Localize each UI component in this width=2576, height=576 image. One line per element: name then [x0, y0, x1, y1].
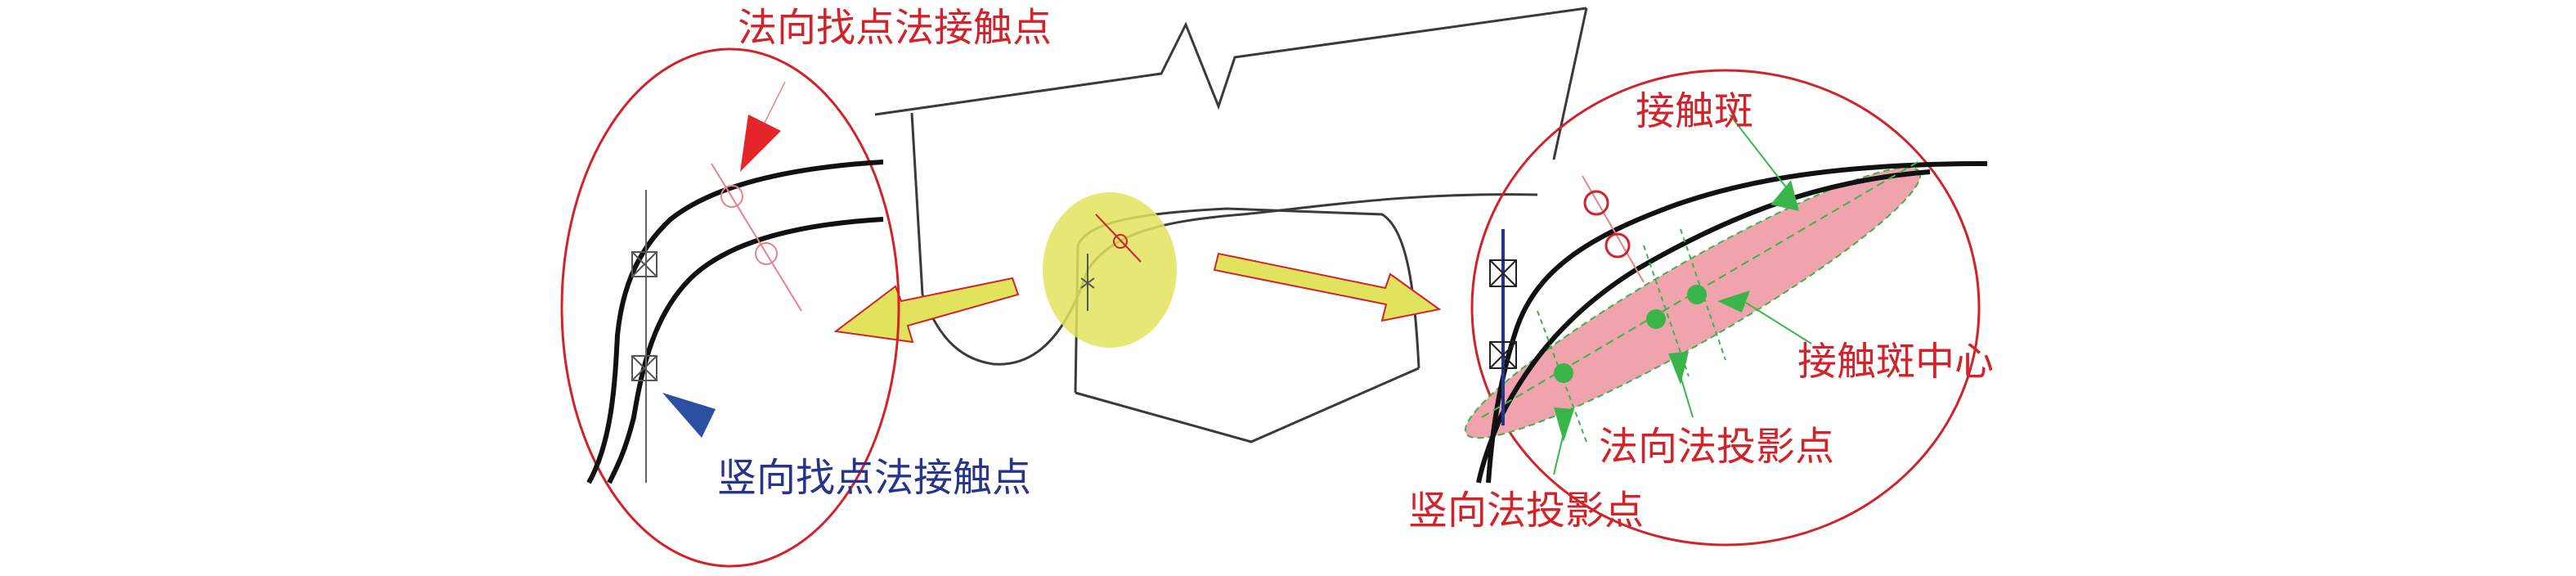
- left-rail-lower: [607, 217, 884, 484]
- center-arrow: [1717, 290, 1750, 313]
- left-detail: [560, 47, 900, 568]
- label-normal-projection-point: 法向法投影点: [1599, 424, 1834, 470]
- right-zoom-ellipse: [1470, 69, 1981, 547]
- contact-zone-marks: [1095, 214, 1142, 263]
- right-rail-lower: [1476, 169, 1931, 484]
- normal-contact-arrow: [740, 115, 781, 172]
- vertical-contact-arrow: [662, 393, 716, 438]
- label-vertical-projection-point: 竖向法投影点: [1408, 488, 1644, 533]
- left-rail-upper: [586, 160, 884, 484]
- left-zoom-ellipse: [560, 47, 900, 568]
- vertical-proj-arrow: [1554, 407, 1574, 442]
- right-detail: [1464, 69, 1988, 547]
- right-rail-upper: [1486, 161, 1988, 484]
- label-normal-search-contact: 法向找点法接触点: [738, 5, 1052, 51]
- normal-proj-arrow: [1668, 352, 1689, 385]
- contact-zone-vertical-marks: [1080, 254, 1095, 311]
- wheel-rail-outline: [874, 7, 1588, 443]
- contact-zone-highlight: [1043, 192, 1177, 348]
- label-contact-patch: 接触斑: [1636, 88, 1753, 134]
- patch-arrow: [1770, 180, 1799, 211]
- contact-patch-center-point: [1687, 285, 1707, 304]
- yellow-arrow-right: [1213, 252, 1442, 322]
- label-contact-patch-center: 接触斑中心: [1797, 339, 1994, 385]
- vertical-projection-point: [1554, 363, 1573, 383]
- label-vertical-search-contact: 竖向找点法接触点: [717, 455, 1031, 501]
- yellow-arrow-left: [833, 277, 1020, 344]
- normal-projection-point: [1646, 309, 1666, 329]
